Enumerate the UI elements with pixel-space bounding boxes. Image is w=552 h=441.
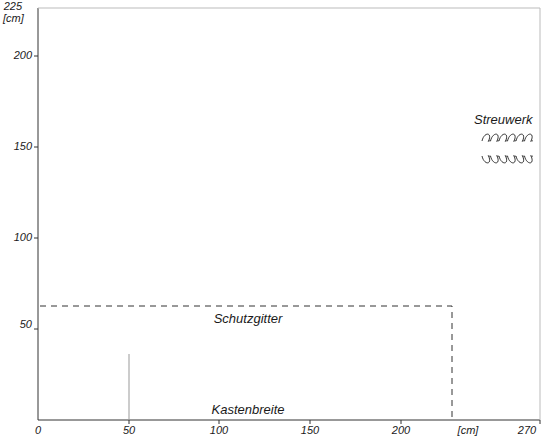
frame-right	[540, 8, 541, 420]
axis-value: 150	[301, 425, 319, 436]
axis-value: 0	[35, 425, 41, 436]
axis-unit: [cm]	[3, 13, 24, 24]
axis-value: 100	[14, 232, 32, 243]
part-label: Streuwerk	[474, 113, 533, 126]
axis-value: 225	[4, 1, 22, 12]
frame-top	[38, 8, 540, 9]
axis-value: 200	[392, 425, 410, 436]
tick-marks	[34, 56, 540, 424]
x-axis	[38, 420, 540, 421]
y-axis	[38, 8, 39, 420]
spreader-roll	[482, 134, 533, 141]
axis-value: 270	[518, 425, 536, 436]
axis-value: 50	[20, 319, 32, 330]
box-edge-line	[129, 354, 130, 420]
axis-value: 200	[14, 50, 32, 61]
spreader-roll	[482, 156, 533, 163]
axis-value: 100	[210, 425, 228, 436]
axis-unit: [cm]	[458, 425, 479, 436]
guard-grid-line	[40, 306, 452, 420]
part-label: Schutzgitter	[214, 312, 283, 325]
axis-value: 150	[14, 141, 32, 152]
dimension-label: Kastenbreite	[212, 403, 285, 416]
axis-value: 50	[123, 425, 135, 436]
